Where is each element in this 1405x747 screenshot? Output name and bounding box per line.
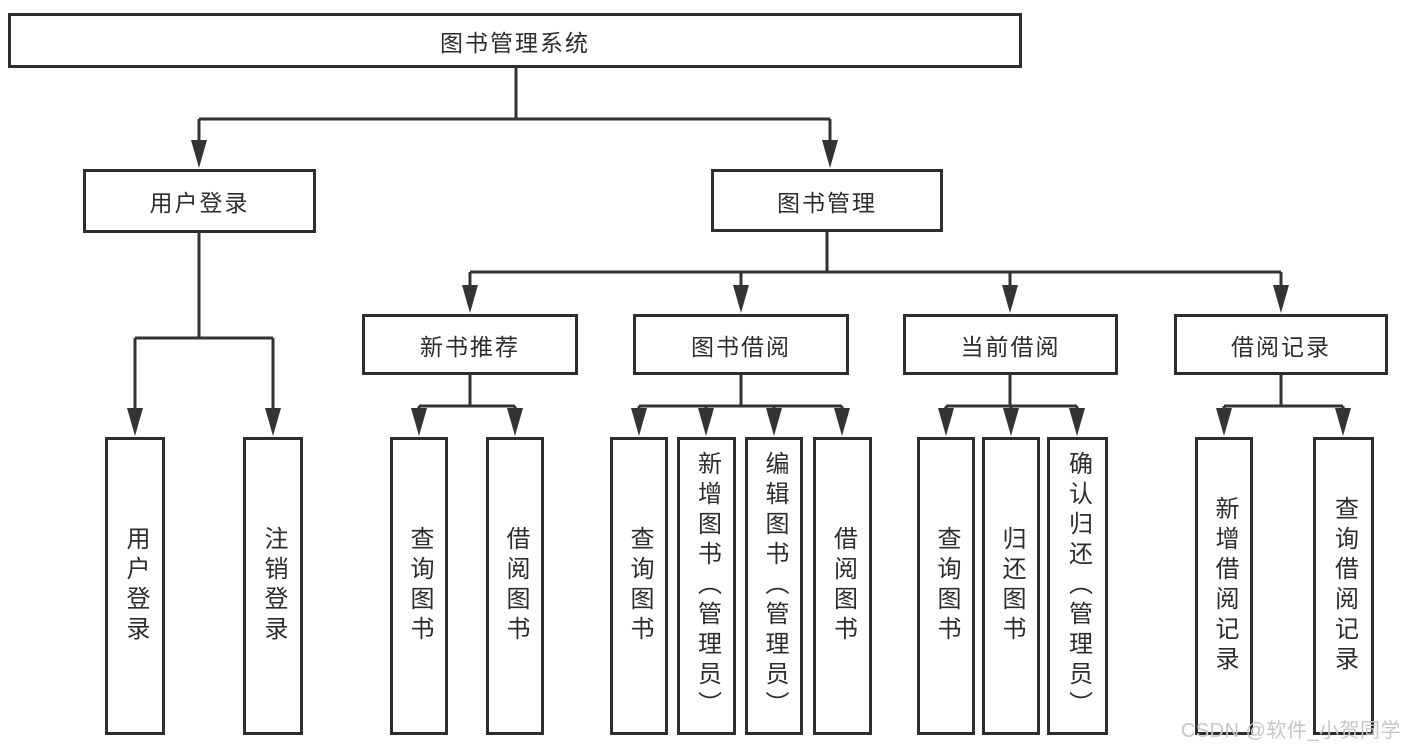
node-label: 查询图书 — [626, 526, 653, 646]
node-label: 新增图书（管理员） — [693, 451, 721, 721]
node-borrowing-records: 借阅记录 — [1174, 314, 1388, 375]
node-library-system: 图书管理系统 — [8, 13, 1022, 68]
connector-newbook-to-leaves — [417, 375, 517, 414]
leaf-query-books: 查询图书 — [917, 437, 975, 735]
node-label: 查询借阅记录 — [1330, 496, 1358, 676]
node-label: 图书管理 — [777, 189, 877, 216]
node-current-borrowing: 当前借阅 — [903, 314, 1118, 375]
node-label: 新书推荐 — [420, 333, 520, 360]
connector-bookmgmt-to-level3 — [468, 232, 1283, 289]
node-label: 新增借阅记录 — [1211, 496, 1238, 676]
node-label: 查询图书 — [406, 526, 433, 646]
leaf-user-login: 用户登录 — [105, 437, 165, 735]
leaf-borrow-books: 借阅图书 — [486, 437, 544, 735]
node-label: 借阅图书 — [502, 526, 529, 646]
leaf-return-book: 归还图书 — [982, 437, 1040, 735]
node-label: 借阅图书 — [829, 526, 857, 646]
node-label: 用户登录 — [122, 526, 149, 646]
node-book-borrowing: 图书借阅 — [633, 314, 849, 375]
leaf-borrow-books: 借阅图书 — [813, 437, 872, 735]
connector-root-to-level2 — [197, 68, 832, 144]
node-label: 确认归还（管理员） — [1064, 451, 1092, 721]
leaf-confirm-return-admin: 确认归还（管理员） — [1047, 437, 1108, 735]
csdn-watermark: CSDN @软件_小贺同学 — [1180, 720, 1401, 742]
node-label: 注销登录 — [260, 526, 287, 646]
node-label: 用户登录 — [149, 190, 250, 216]
connector-bookborrow-to-leaves — [637, 375, 844, 414]
leaf-add-borrow-record: 新增借阅记录 — [1195, 437, 1253, 735]
leaf-add-book-admin: 新增图书（管理员） — [677, 437, 736, 735]
leaf-logout: 注销登录 — [243, 437, 303, 735]
leaf-query-books: 查询图书 — [610, 437, 668, 735]
node-book-management: 图书管理 — [711, 169, 943, 232]
node-new-book-recommend: 新书推荐 — [362, 314, 578, 375]
node-label: 借阅记录 — [1231, 333, 1331, 360]
node-label: 归还图书 — [998, 526, 1025, 646]
node-user-login: 用户登录 — [83, 169, 316, 233]
connector-userlogin-to-leaves — [133, 233, 275, 412]
leaf-query-borrow-record: 查询借阅记录 — [1313, 437, 1374, 735]
node-label: 查询图书 — [933, 526, 960, 646]
leaf-edit-book-admin: 编辑图书（管理员） — [745, 437, 803, 735]
node-label: 当前借阅 — [960, 333, 1061, 360]
leaf-query-books: 查询图书 — [390, 437, 448, 735]
node-label: 编辑图书（管理员） — [761, 451, 788, 721]
node-label: 图书借阅 — [691, 333, 791, 360]
connector-records-to-leaves — [1222, 375, 1345, 414]
node-label: 图书管理系统 — [440, 29, 590, 56]
